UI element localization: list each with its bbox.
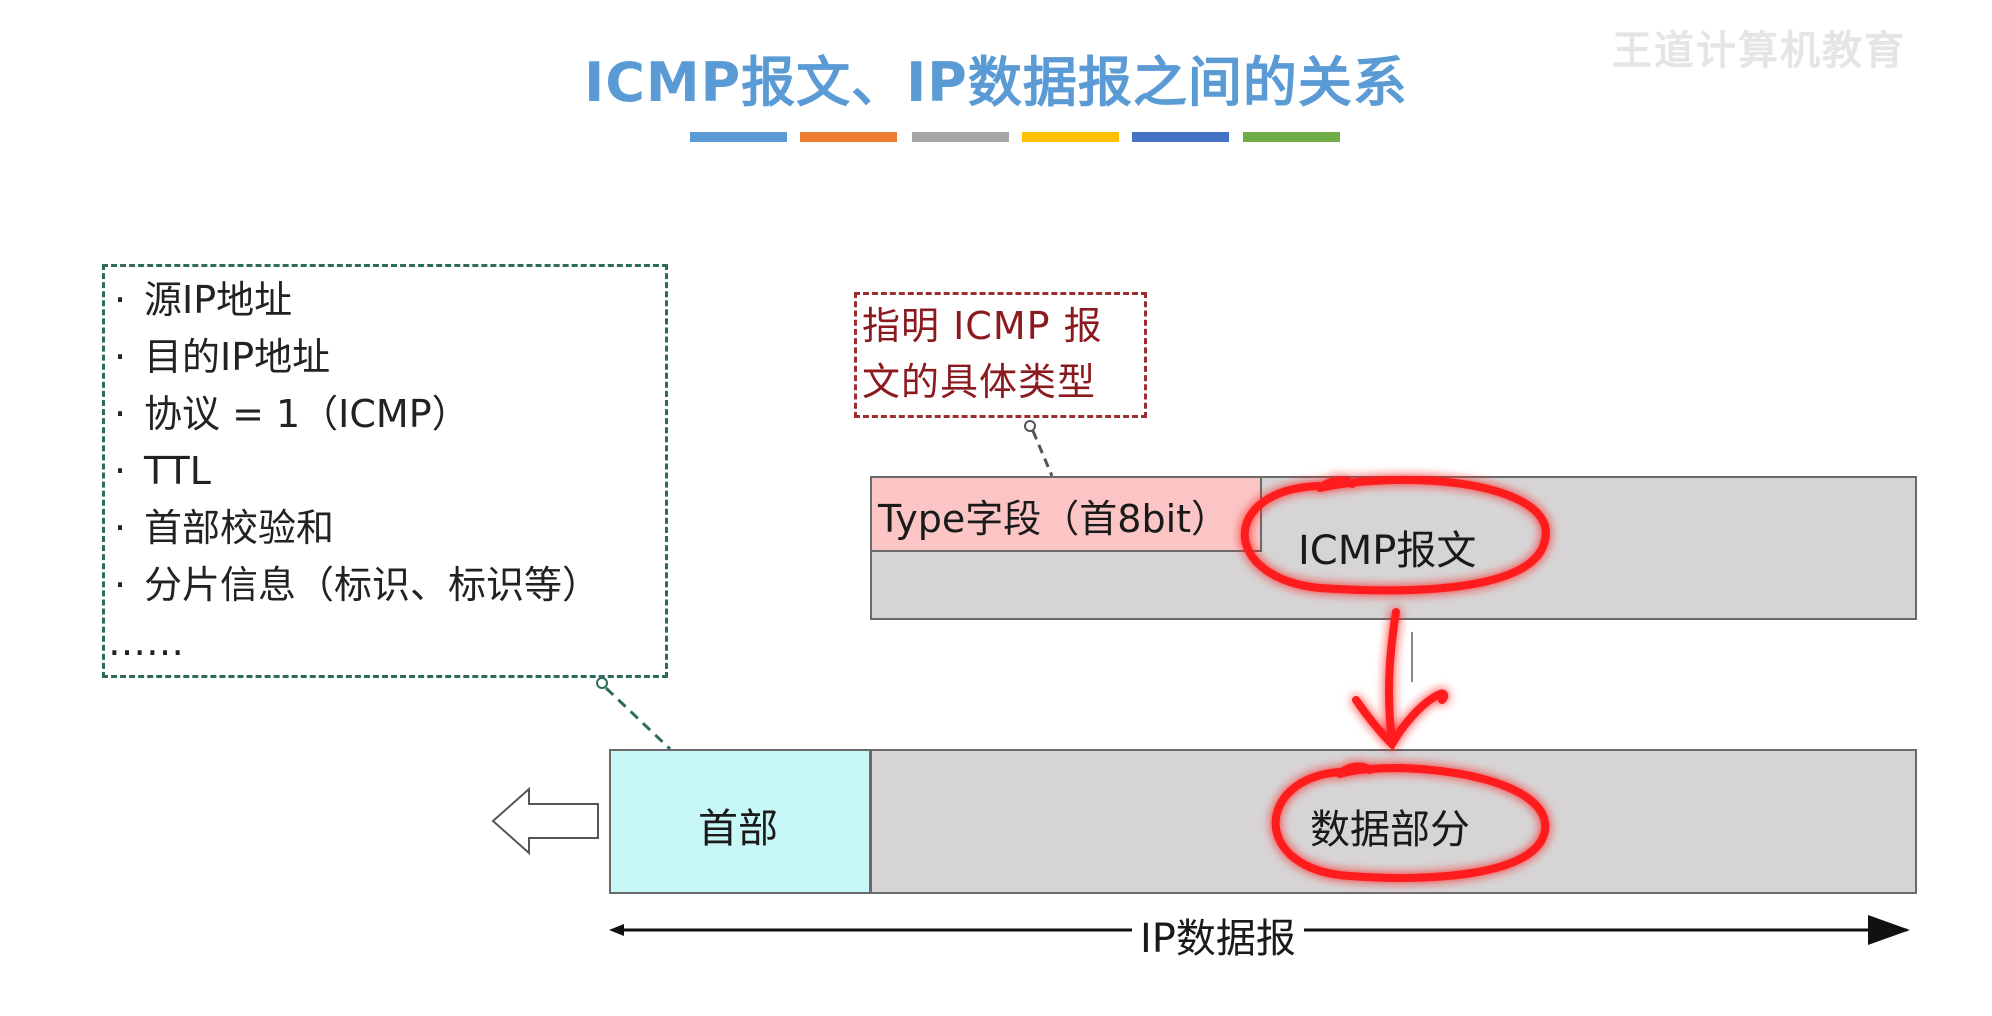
left-hollow-arrow: [491, 786, 599, 856]
type-field-block: [870, 476, 1262, 552]
list-item-text: 分片信息（标识、标识等）: [144, 563, 601, 607]
color-bar-orange: [800, 132, 897, 142]
ip-datagram-label: IP数据报: [1132, 902, 1304, 968]
data-highlight-ring: [1271, 762, 1550, 882]
type-note-text: 指明 ICMP 报 文的具体类型: [862, 298, 1144, 410]
ip-header-block: [609, 749, 871, 894]
list-item: · 源IP地址: [108, 272, 600, 329]
watermark-logo: 王道计算机教育: [1612, 28, 1906, 74]
bullet-dot: ·: [114, 335, 127, 379]
color-bar-blue: [690, 132, 787, 142]
ip-data-label: 数据部分: [1310, 807, 1470, 853]
color-bar-darkblue: [1132, 132, 1229, 142]
bullet-dot: ·: [114, 506, 127, 550]
header-fields-list: · 源IP地址 · 目的IP地址 · 协议 = 1（ICMP） · TTL · 首部校验和…: [108, 272, 600, 671]
color-bar-yellow: [1022, 132, 1119, 142]
down-arrow-icon: [1352, 608, 1449, 751]
bullet-dot: ·: [114, 278, 127, 322]
list-item: · TTL: [108, 443, 600, 500]
slide-title: ICMP报文、IP数据报之间的关系: [584, 51, 1408, 114]
ip-data-block: [870, 749, 1917, 894]
list-item-text: TTL: [144, 449, 211, 493]
ip-datagram-span-arrow-left-head: [609, 924, 624, 936]
type-note-connector: [1024, 420, 1054, 477]
color-bar-green: [1243, 132, 1340, 142]
list-item-text: 首部校验和: [144, 506, 335, 550]
type-field-label: Type字段（首8bit）: [878, 497, 1230, 541]
list-item: · 分片信息（标识、标识等）: [108, 557, 600, 614]
header-fields-connector: [596, 677, 672, 751]
bullet-dot: ·: [114, 392, 127, 436]
list-item-text: 源IP地址: [144, 278, 293, 322]
color-bar-gray: [912, 132, 1009, 142]
ip-header-label: 首部: [698, 806, 778, 852]
bullet-dot: ·: [114, 563, 127, 607]
list-item-text: 协议 = 1（ICMP）: [144, 392, 470, 436]
list-item-text: 目的IP地址: [144, 335, 331, 379]
list-item: · 首部校验和: [108, 500, 600, 557]
header-fields-callout: [102, 264, 668, 678]
list-item: · 协议 = 1（ICMP）: [108, 386, 600, 443]
bullet-dot: ·: [114, 449, 127, 493]
type-note-line: 指明 ICMP 报: [862, 304, 1103, 348]
type-note-line: 文的具体类型: [862, 360, 1097, 404]
type-note-callout: [854, 292, 1147, 418]
list-item-ellipsis: ……: [108, 614, 600, 671]
list-item: · 目的IP地址: [108, 329, 600, 386]
icmp-message-label: ICMP报文: [1298, 528, 1477, 574]
ellipsis-text: ……: [108, 620, 184, 664]
icmp-highlight-ring: [1240, 475, 1550, 595]
